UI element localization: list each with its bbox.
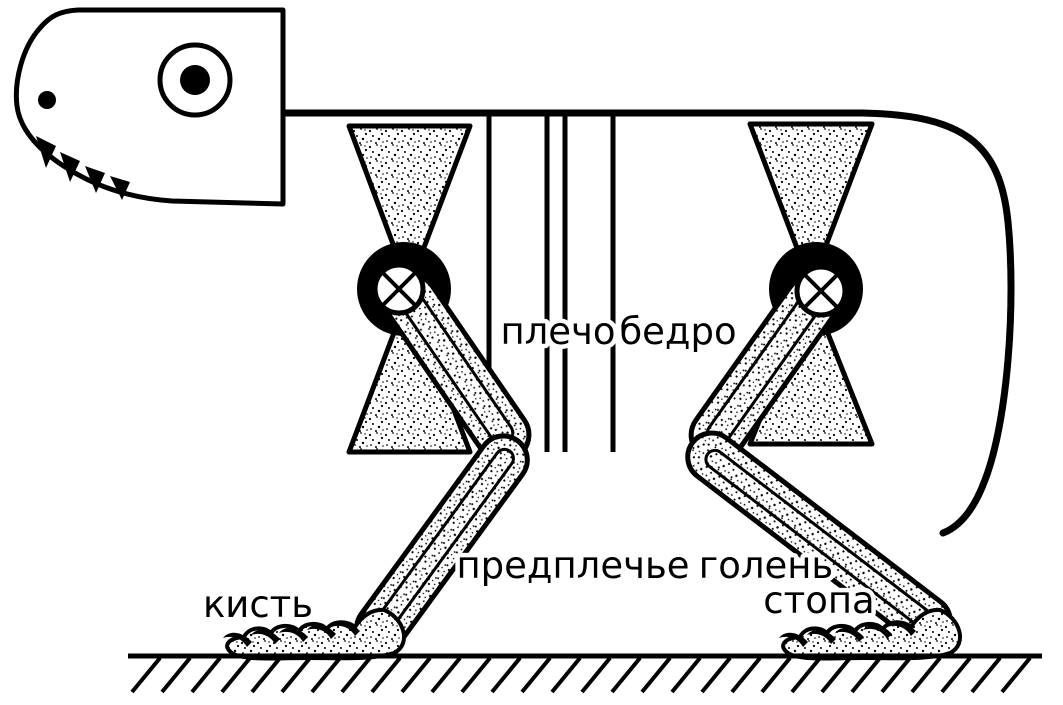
tail-curve xyxy=(858,109,1015,537)
ground-hatching xyxy=(130,656,1032,694)
front-joint-marker xyxy=(372,262,426,316)
label-forearm: предплечье xyxy=(456,544,689,587)
torso-struts xyxy=(486,113,616,452)
spine-and-tail xyxy=(279,109,1015,537)
label-shoulder: плечо xyxy=(500,310,615,353)
labels: плечо бедро предплечье голень кисть стоп… xyxy=(198,306,879,631)
ground xyxy=(128,653,1042,694)
teeth xyxy=(36,136,130,200)
front-claws xyxy=(223,621,360,647)
hind-joint-marker xyxy=(794,264,848,318)
head-outline xyxy=(13,7,286,207)
hind-girdle-upper-triangle xyxy=(747,121,875,288)
label-thigh: бедро xyxy=(619,310,736,353)
label-shin: голень xyxy=(699,544,834,587)
eye-icon xyxy=(157,42,233,118)
reptile-head xyxy=(13,7,286,207)
nostril-dot xyxy=(38,91,56,109)
hind-limb xyxy=(685,274,962,661)
label-hand: кисть xyxy=(203,583,313,626)
hind-claws xyxy=(779,621,916,647)
label-foot: стопа xyxy=(763,579,874,622)
front-limb xyxy=(223,272,532,661)
front-girdle-upper-triangle xyxy=(346,123,473,290)
